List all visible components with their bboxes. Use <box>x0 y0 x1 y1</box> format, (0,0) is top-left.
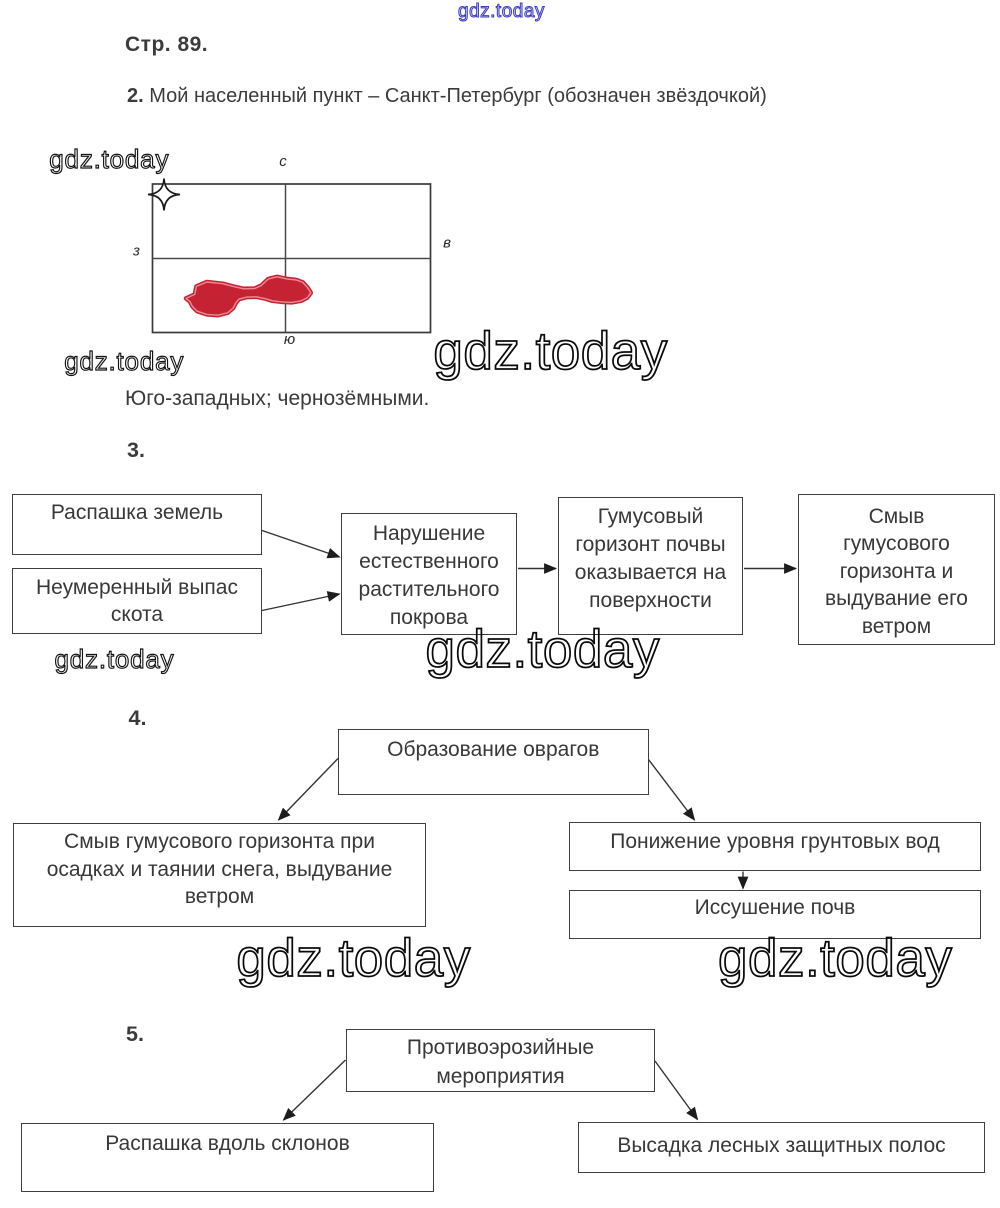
svg-text:з: з <box>132 243 140 260</box>
svg-text:с: с <box>279 153 287 170</box>
svg-text:в: в <box>443 235 451 252</box>
svg-text:ю: ю <box>284 331 295 348</box>
